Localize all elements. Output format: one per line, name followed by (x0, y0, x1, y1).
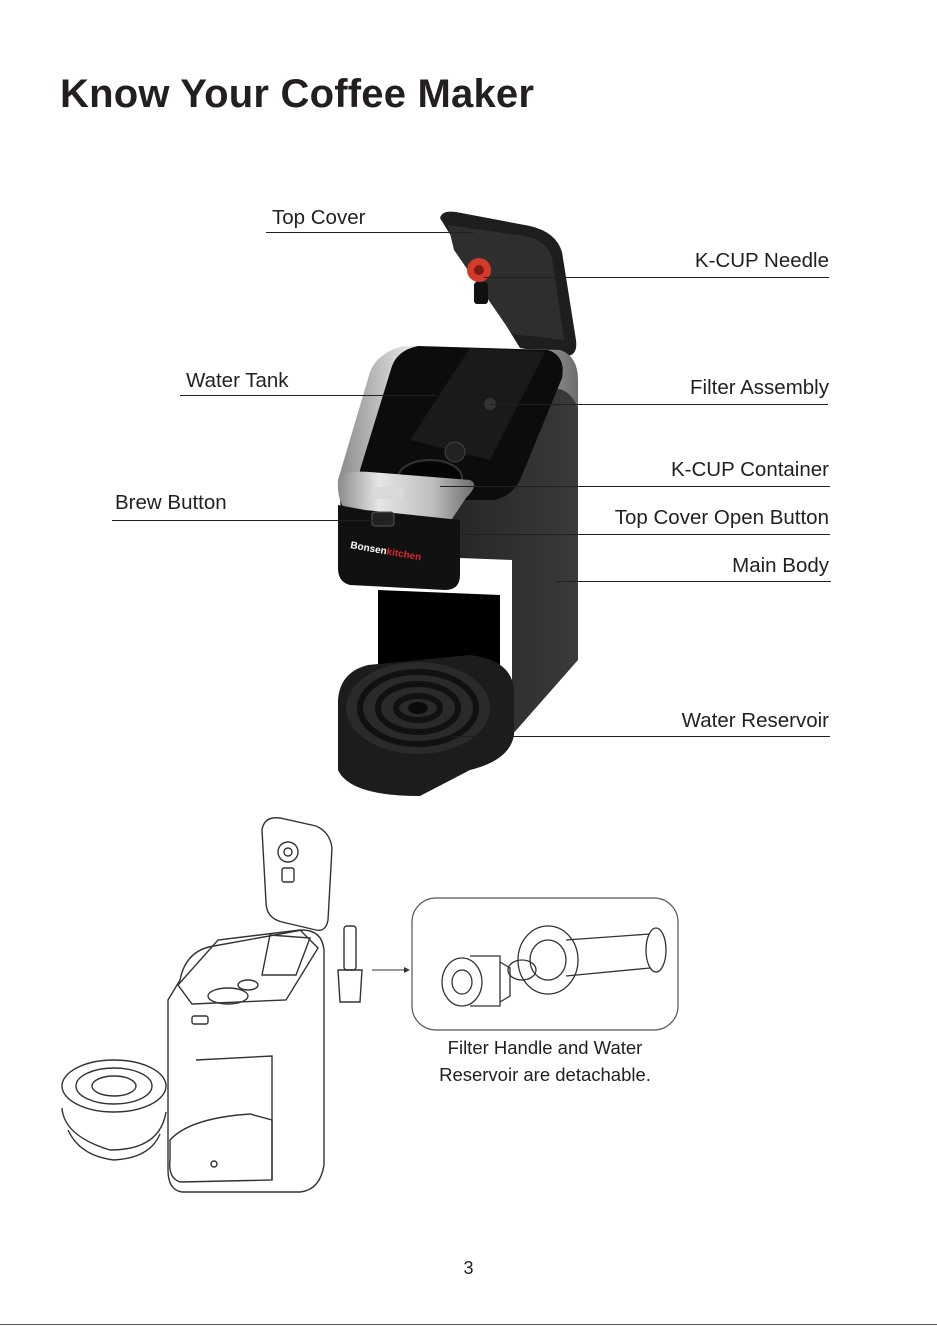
label-water-reservoir: Water Reservoir (682, 711, 829, 732)
caption-line-2: Reservoir are detachable. (410, 1061, 680, 1088)
detachable-caption: Filter Handle and Water Reservoir are de… (410, 1034, 680, 1088)
page-number: 3 (0, 1258, 937, 1279)
label-brew-button: Brew Button (115, 493, 227, 514)
leader-brew-button (112, 520, 384, 521)
leader-filter-assembly (490, 404, 828, 405)
leader-water-tank (180, 395, 436, 396)
line-drawing-open-machine (62, 818, 362, 1192)
leader-kcup-needle (484, 277, 829, 278)
leader-water-reservoir (452, 736, 830, 737)
leader-top-cover (266, 232, 474, 233)
brew-button-shape (372, 512, 394, 526)
label-water-tank: Water Tank (186, 371, 289, 392)
filter-detail-box (412, 898, 678, 1030)
leader-kcup-container (440, 486, 830, 487)
top-cover-open-button-shape (372, 487, 404, 499)
filter-handle-detail (442, 926, 666, 1006)
bottom-rule (0, 1324, 937, 1325)
label-filter-assembly: Filter Assembly (690, 378, 829, 399)
label-kcup-container: K-CUP Container (671, 460, 829, 481)
leader-top-cover-open-button (460, 534, 830, 535)
label-top-cover-open-button: Top Cover Open Button (615, 508, 829, 529)
caption-line-1: Filter Handle and Water (410, 1034, 680, 1061)
label-top-cover: Top Cover (272, 208, 365, 229)
label-kcup-needle: K-CUP Needle (695, 251, 829, 272)
label-main-body: Main Body (732, 556, 829, 577)
leader-main-body (556, 581, 831, 582)
